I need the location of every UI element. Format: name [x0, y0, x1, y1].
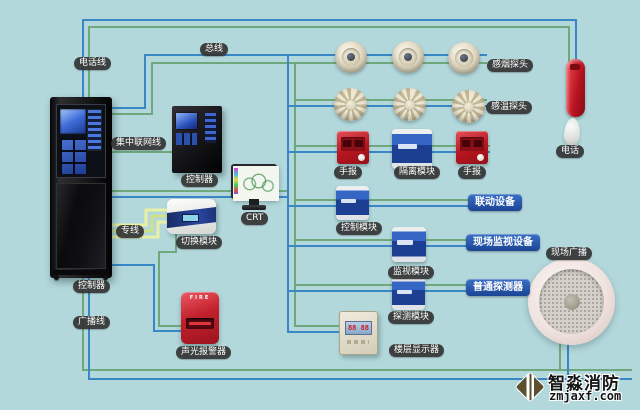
label-manual-call-point-right: 手报 — [458, 166, 487, 179]
panel-lcd-screen — [176, 113, 197, 129]
label-switch-module: 切换模块 — [176, 236, 223, 249]
crt-stand-base — [242, 205, 266, 210]
monitor-module-device — [392, 227, 426, 262]
manual-call-point-left — [337, 131, 369, 164]
heat-detector-1 — [334, 88, 367, 121]
crt-screen — [233, 166, 279, 201]
cabinet-display-panel — [56, 104, 106, 178]
label-main-controller: 控制器 — [73, 280, 111, 293]
floor-display-device: 88 88 — [339, 311, 378, 355]
cabinet-door — [56, 183, 106, 269]
wire-broadcast-blue — [88, 278, 632, 380]
cabinet-lcd-screen — [60, 109, 86, 134]
label-smoke-detector: 感烟探头 — [487, 59, 534, 72]
wire-bus-blue — [112, 54, 487, 109]
wire-bus-green — [112, 62, 487, 115]
label-phone: 电话 — [556, 145, 585, 158]
label-isolation-module: 隔离模块 — [394, 166, 441, 179]
smoke-detector-2 — [392, 41, 424, 73]
main-control-cabinet — [50, 97, 112, 280]
alarm-fire-marking: FIRE — [189, 295, 211, 301]
badge-linkage-equipment: 联动设备 — [468, 194, 522, 211]
floor-display-buttons — [347, 340, 369, 344]
label-floor-display: 楼层显示器 — [389, 344, 445, 357]
cabinet-base — [53, 270, 109, 275]
wire-broadcast-green — [82, 278, 632, 371]
smoke-detector-3 — [448, 42, 480, 74]
cabinet-wheel — [54, 275, 59, 280]
switch-module-device — [167, 199, 216, 234]
label-control-module: 控制模块 — [336, 222, 383, 235]
wire-cabinet-alarm-blue — [112, 264, 182, 332]
speaker-hub — [563, 293, 580, 310]
company-logo-name: 智淼消防 — [548, 374, 620, 394]
crt-color-palette — [234, 168, 238, 194]
manual-call-point-right — [456, 131, 488, 164]
label-crt: CRT — [241, 212, 269, 225]
label-site-broadcast: 现场广播 — [546, 247, 593, 260]
label-telephone-line: 电话线 — [74, 57, 112, 70]
control-module-device — [336, 186, 369, 220]
label-area-controller: 控制器 — [181, 174, 219, 187]
floor-display-lcd: 88 88 — [345, 321, 372, 335]
crt-monitor — [231, 164, 279, 201]
label-sound-light-alarm: 声光报警器 — [176, 346, 232, 359]
wire-busdrop-blue — [287, 55, 340, 333]
label-heat-detector: 感温探头 — [486, 101, 533, 114]
fire-phone-device — [566, 59, 585, 117]
label-bus-line: 总线 — [200, 43, 229, 56]
label-detect-module: 探测模块 — [388, 311, 435, 324]
switch-module-lcd — [181, 213, 199, 222]
alarm-display-window — [186, 318, 214, 329]
crt-floorplan-drawing — [239, 170, 277, 199]
area-controller-panel — [172, 106, 222, 173]
cabinet-led-column — [87, 109, 102, 151]
panel-led-strip — [205, 113, 216, 143]
heat-detector-3 — [452, 90, 485, 123]
badge-site-monitor-equipment: 现场监视设备 — [466, 234, 540, 251]
cabinet-module-grid — [60, 138, 86, 174]
sound-light-alarm-device: FIRE — [181, 292, 219, 344]
panel-button-row — [176, 133, 197, 145]
label-broadcast-line: 广播线 — [73, 316, 111, 329]
badge-ordinary-detector: 普通探测器 — [466, 279, 530, 296]
cabinet-wheel — [103, 275, 108, 280]
detect-module-device — [392, 277, 425, 310]
broadcast-speaker-device — [528, 258, 615, 345]
wire-busdrop-green — [294, 63, 340, 327]
label-dedicated-line: 专线 — [116, 225, 145, 238]
isolation-module-device — [392, 129, 432, 169]
heat-detector-2 — [393, 88, 426, 121]
label-central-network-line: 集中联网线 — [111, 137, 167, 150]
label-monitor-module: 监视模块 — [388, 266, 435, 279]
company-logo-website: zmjaxf.com — [549, 389, 622, 403]
wire-switch-alarm-green — [158, 234, 182, 327]
label-manual-call-point-left: 手报 — [334, 166, 363, 179]
crt-stand-neck — [249, 199, 259, 205]
smoke-detector-1 — [335, 41, 367, 73]
